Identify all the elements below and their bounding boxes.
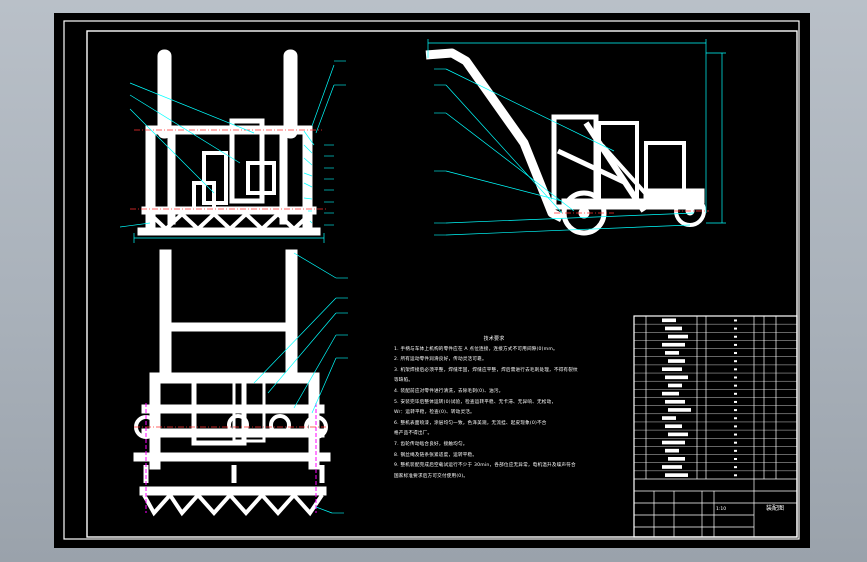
bom-material-glyph — [734, 376, 737, 379]
bom-material-glyph — [734, 368, 737, 371]
technical-requirement-line: 格产品不得出厂。 — [394, 431, 433, 437]
bom-material-glyph — [734, 343, 737, 346]
bom-material-glyph — [734, 449, 737, 452]
technical-requirement-line: 8. 钢丝绳及链条张紧适度，运转平稳。 — [394, 452, 478, 458]
bom-material-glyph — [734, 433, 737, 436]
bom-material-glyph — [734, 392, 737, 395]
bom-part-name-glyph — [665, 399, 685, 404]
dimension-lines — [119, 39, 726, 514]
bom-material-glyph — [734, 457, 737, 460]
bom-part-name-glyph — [665, 448, 679, 453]
leader-number-ticks — [324, 60, 446, 514]
bom-part-name-glyph — [662, 367, 682, 372]
inner-border — [86, 30, 798, 538]
technical-requirement-line: 9. 整机装配完成后空载试运行不少于 30min，各部位应无异常，电机温升及噪声… — [394, 463, 576, 469]
bom-part-labels — [662, 318, 737, 477]
bom-part-name-glyph — [662, 391, 679, 396]
top-view — [133, 249, 331, 517]
technical-requirement-line: Wr：运转平稳，检查(0)、转动灵活。 — [394, 410, 475, 416]
technical-requirement-line: 7. 齿轮传动啮合良好，接触均匀。 — [394, 441, 468, 447]
bom-rows — [634, 323, 797, 472]
bom-material-glyph — [734, 400, 737, 403]
front-view — [137, 49, 321, 236]
technical-requirement-line: 6. 整机表面喷漆，涂层均匀一致，色泽美观，无流挂、起皮现象(0)不合 — [394, 420, 547, 426]
technical-requirement-line: 国家标准要求后方可交付使用(0)。 — [394, 473, 469, 479]
bom-part-name-glyph — [662, 440, 685, 445]
bom-part-name-glyph — [665, 424, 682, 429]
bom-material-glyph — [734, 384, 737, 387]
technical-requirements: 技术要求 1. 手柄与车体上机构的零件应在 A 点位连接，连接方式不可用间隙(0… — [394, 334, 634, 482]
bom-part-name-glyph — [662, 465, 682, 469]
bom-material-glyph — [734, 335, 737, 338]
bom-material-glyph — [734, 466, 737, 469]
bom-part-name-glyph — [665, 375, 688, 380]
technical-requirement-line: 1. 手柄与车体上机构的零件应在 A 点位连接，连接方式不可用间隙(0)mm。 — [394, 346, 558, 352]
bom-part-name-glyph — [662, 318, 676, 323]
bom-material-glyph — [734, 409, 737, 412]
bom-part-name-glyph — [668, 334, 688, 339]
bom-part-name-glyph — [668, 408, 691, 412]
cad-viewport[interactable]: 装配图 1:10 技术要求 1. 手柄与车体上机构的零件应在 A 点位连接，连接… — [54, 13, 810, 548]
bom-part-name-glyph — [668, 432, 688, 437]
bom-part-name-glyph — [668, 456, 685, 461]
assembly-drawing: 装配图 1:10 — [63, 20, 800, 540]
bom-material-glyph — [734, 319, 737, 322]
bom-part-name-glyph — [665, 473, 688, 477]
technical-requirement-line: 5. 安装完毕后整体运转(0)试验，检查运转平稳、无卡滞、无异响、无松动， — [394, 399, 557, 405]
bom-part-name-glyph — [662, 416, 676, 420]
bom-material-glyph — [734, 474, 737, 477]
bom-part-name-glyph — [665, 351, 679, 355]
bom-material-glyph — [734, 327, 737, 330]
bom-part-name-glyph — [662, 342, 685, 347]
technical-requirement-line: 3. 机架焊接后必须平整，焊缝牢固，焊缝应平整，焊后需进行去毛刺处理，不得有裂纹 — [394, 367, 578, 373]
bom-part-name-glyph — [668, 383, 682, 388]
title-block-name: 装配图 — [766, 504, 784, 512]
title-block — [633, 315, 798, 538]
technical-requirement-line: 4. 装配前应对零件进行清洗，去除毛刺(0)、油污。 — [394, 388, 504, 394]
outer-border — [63, 20, 800, 540]
centerlines — [130, 129, 326, 428]
shaft-axis-lines — [145, 403, 317, 513]
bom-material-glyph — [734, 360, 737, 363]
title-block-scale: 1:10 — [716, 506, 726, 512]
technical-requirement-line: 2. 所有运动零件润滑良好，传动灵活可靠。 — [394, 357, 487, 363]
bom-part-name-glyph — [665, 326, 682, 331]
bom-material-glyph — [734, 352, 737, 355]
bom-material-glyph — [734, 425, 737, 428]
side-view-centerlines — [554, 210, 709, 214]
bom-material-glyph — [734, 417, 737, 420]
bom-material-glyph — [734, 441, 737, 444]
technical-requirements-title: 技术要求 — [483, 336, 505, 342]
side-view — [425, 48, 706, 236]
technical-requirement-line: 等缺陷。 — [394, 378, 414, 384]
bom-part-name-glyph — [668, 359, 685, 363]
